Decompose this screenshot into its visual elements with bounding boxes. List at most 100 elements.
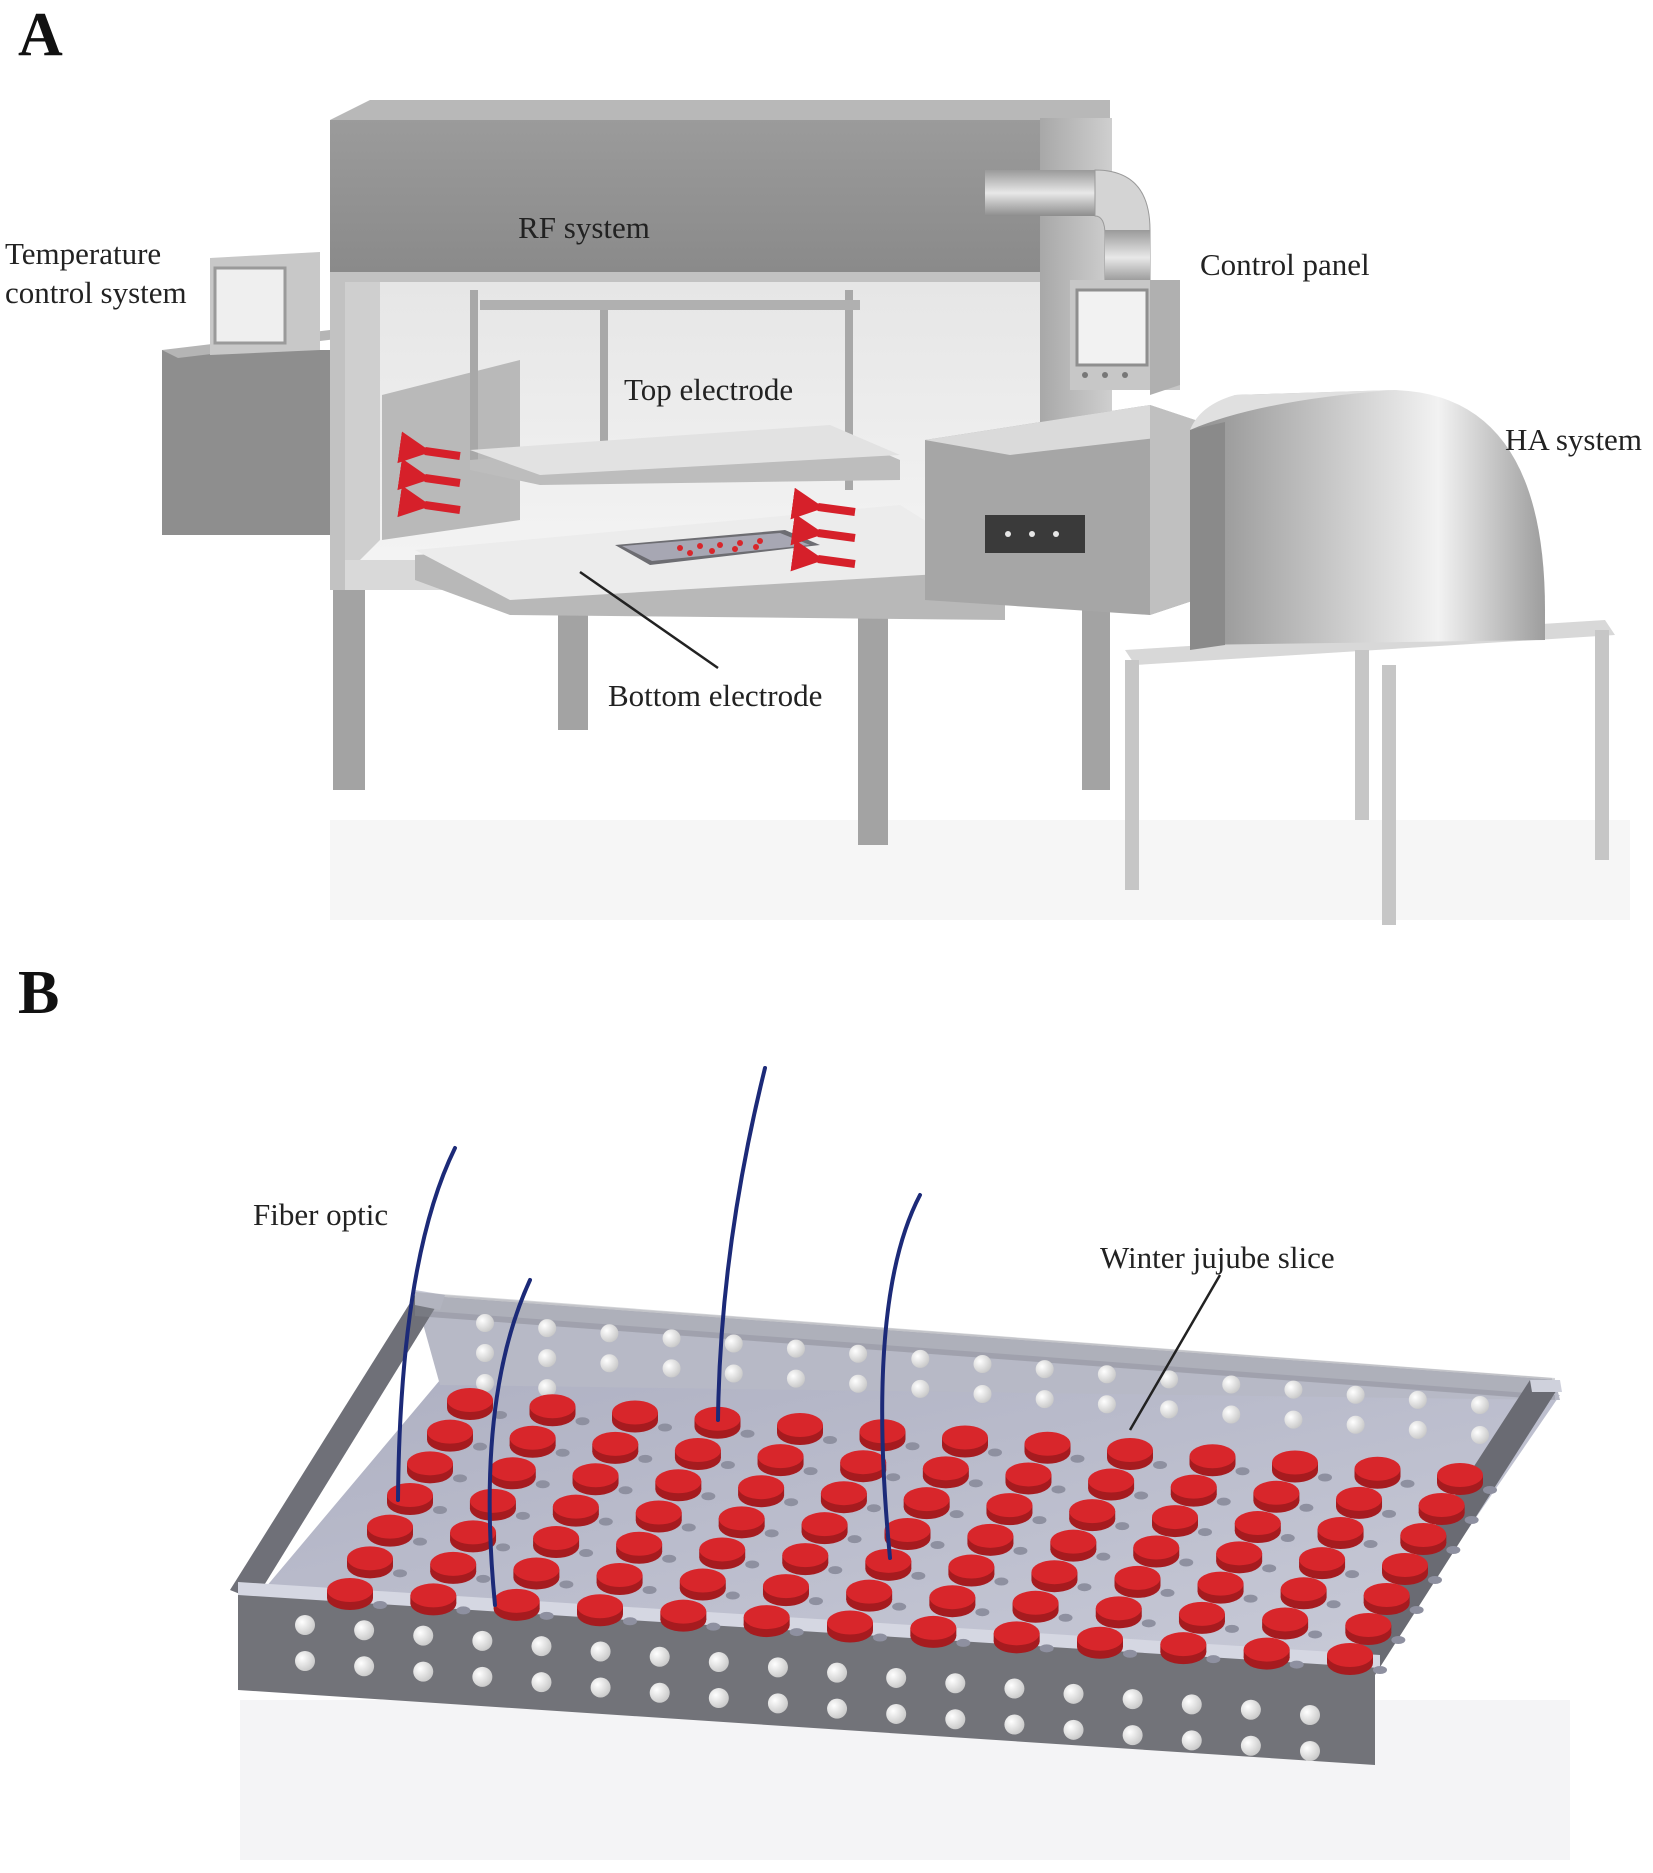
floor-hole: [618, 1486, 633, 1495]
tray-hole: [1063, 1719, 1084, 1740]
jujube-slice: [1178, 1601, 1225, 1634]
floor-hole: [658, 1423, 672, 1432]
jujube-slice: [1088, 1468, 1135, 1501]
slice-top: [1382, 1553, 1428, 1577]
jujube-slice: [757, 1444, 804, 1477]
floor-hole: [539, 1611, 554, 1620]
slice-top: [489, 1457, 536, 1482]
jujube-slice: [967, 1523, 1014, 1556]
tray-hole: [1035, 1390, 1054, 1409]
rf-system-housing: [330, 100, 1112, 590]
tray-hole: [413, 1625, 434, 1646]
panel-b: B: [18, 959, 1570, 1860]
slice-top: [1354, 1456, 1401, 1481]
floor-hole: [1077, 1583, 1092, 1592]
jujube-slice: [1280, 1577, 1327, 1610]
floor-hole: [1216, 1497, 1231, 1506]
jujube-slice: [827, 1610, 873, 1643]
tray-hole: [886, 1703, 907, 1724]
floor-hole: [1032, 1516, 1047, 1525]
slice-top: [1243, 1637, 1290, 1662]
tray-hole: [538, 1319, 557, 1338]
slice-top: [699, 1537, 746, 1562]
floor-hole: [764, 1529, 779, 1538]
floor-hole: [1308, 1630, 1323, 1639]
floor-reflection: [330, 820, 1630, 920]
tray-hole: [1181, 1730, 1202, 1751]
jujube-slice: [718, 1506, 765, 1539]
slice-top: [738, 1475, 785, 1500]
jujube-slice: [1272, 1450, 1318, 1483]
floor-hole: [1051, 1485, 1066, 1494]
jujube-slice: [1234, 1511, 1281, 1544]
bottom-electrode: [415, 505, 1005, 670]
floor-hole: [1153, 1461, 1167, 1469]
tray-hole: [945, 1673, 966, 1694]
panel-b-letter: B: [18, 959, 59, 1027]
temperature-display: [213, 266, 287, 345]
jujube-slice: [1299, 1547, 1346, 1580]
floor-hole: [535, 1480, 550, 1489]
jujube-slice: [469, 1488, 516, 1521]
slice-top: [529, 1394, 576, 1419]
slice-top: [762, 1574, 809, 1599]
jujube-slice: [592, 1431, 639, 1464]
floor-hole: [1096, 1552, 1111, 1561]
jujube-slice: [1197, 1571, 1244, 1604]
slice-top: [1336, 1486, 1383, 1511]
jujube-slice: [1095, 1596, 1142, 1629]
slice-top: [1031, 1560, 1078, 1585]
tray-hole: [786, 1339, 805, 1358]
floor-hole: [579, 1549, 594, 1558]
tray-hole: [767, 1657, 788, 1678]
slice-top: [1077, 1626, 1123, 1651]
control-panel-unit: [1070, 280, 1180, 395]
jujube-slice: [552, 1494, 599, 1527]
tray-hole: [1346, 1415, 1365, 1434]
slice-top: [469, 1488, 516, 1513]
tray-hole: [1240, 1699, 1261, 1720]
jujube-slice: [572, 1463, 619, 1496]
slice-top: [1069, 1499, 1116, 1524]
tray-hole: [827, 1698, 848, 1719]
floor-hole: [1123, 1649, 1137, 1658]
slice-top: [387, 1483, 433, 1507]
floor-hole: [740, 1429, 755, 1438]
slice-top: [1152, 1505, 1198, 1530]
floor-hole: [1262, 1564, 1277, 1573]
slice-top: [674, 1438, 721, 1462]
jujube-slice: [450, 1520, 497, 1553]
slice-top: [948, 1554, 995, 1579]
jujube-slice: [407, 1451, 453, 1484]
top-electrode: [470, 290, 900, 490]
tray-hole: [1408, 1390, 1427, 1409]
tray-hole: [1240, 1735, 1261, 1756]
jujube-slice: [801, 1512, 848, 1545]
airflow-arrows: [397, 431, 856, 572]
floor-hole: [1115, 1522, 1130, 1531]
jujube-slice: [655, 1469, 702, 1502]
slice-top: [782, 1543, 829, 1568]
slice-top: [1050, 1529, 1097, 1554]
jujube-slice: [1133, 1535, 1180, 1568]
jujube-slice: [993, 1621, 1040, 1654]
control-panel-screen: [1075, 288, 1149, 367]
slice-top: [612, 1400, 658, 1425]
tray-hole: [662, 1329, 681, 1348]
jujube-slice: [986, 1493, 1033, 1526]
floor-hole: [1464, 1516, 1479, 1524]
jujube-slice: [1152, 1505, 1198, 1538]
label-control-panel: Control panel: [1200, 247, 1370, 282]
tray-hole: [1160, 1400, 1179, 1419]
jujube-slice: [674, 1438, 721, 1470]
tray-hole: [354, 1656, 375, 1677]
slice-top: [929, 1585, 976, 1610]
jujube-slice: [1253, 1480, 1300, 1513]
label-fiber-optic: Fiber optic: [253, 1197, 388, 1232]
jujube-slice: [1077, 1626, 1123, 1659]
slice-top: [596, 1563, 643, 1587]
floor-hole: [892, 1602, 907, 1611]
tray-hole: [1346, 1385, 1365, 1404]
slice-top: [1005, 1462, 1052, 1487]
slice-top: [447, 1388, 493, 1412]
